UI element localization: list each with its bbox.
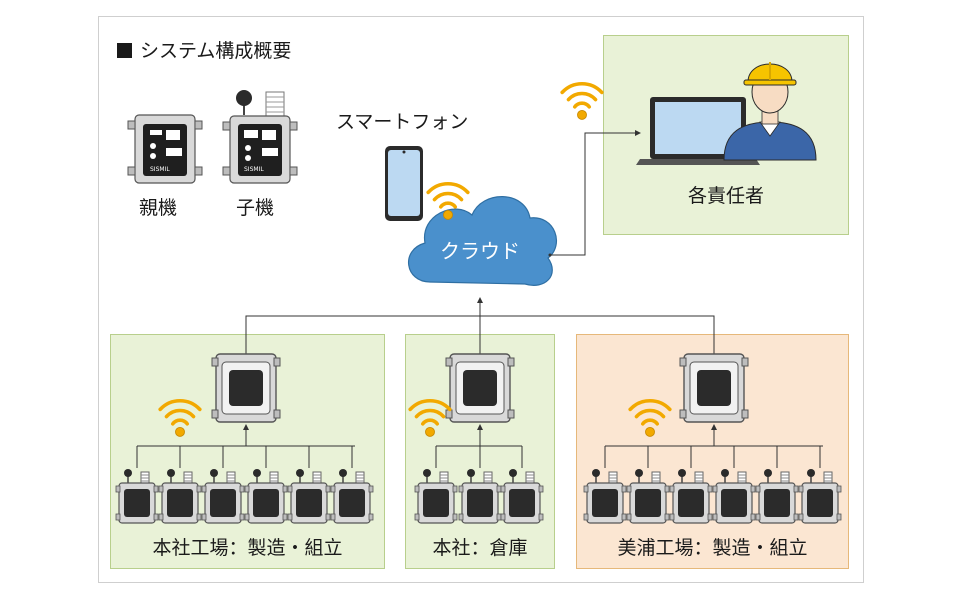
relay-device-1 bbox=[211, 353, 281, 423]
child-device-label: 子機 bbox=[236, 197, 274, 219]
title-text: システム構成概要 bbox=[140, 40, 292, 62]
child-device-icon: SISMIL bbox=[222, 90, 298, 184]
site-2-sensors bbox=[414, 468, 544, 524]
sensor-device bbox=[330, 468, 374, 524]
wifi-icon-manager bbox=[560, 81, 604, 122]
wifi-icon-site-3 bbox=[628, 398, 672, 439]
sensor-device bbox=[755, 468, 799, 524]
relay-device-3 bbox=[679, 353, 749, 423]
sensor-device bbox=[244, 468, 288, 524]
sensor-device bbox=[158, 468, 202, 524]
sensor-device bbox=[626, 468, 670, 524]
cloud-label: クラウド bbox=[440, 239, 520, 263]
smartphone-label: スマートフォン bbox=[336, 111, 468, 133]
manager-label: 各責任者 bbox=[687, 185, 764, 207]
site-label-3: 美浦工場：製造・組立 bbox=[617, 537, 808, 559]
sensor-device bbox=[712, 468, 756, 524]
sensor-device bbox=[201, 468, 245, 524]
parent-device-icon: SISMIL bbox=[127, 114, 203, 184]
sensor-device bbox=[669, 468, 713, 524]
diagram-title: システム構成概要 bbox=[117, 36, 291, 63]
parent-device-label: 親機 bbox=[139, 197, 177, 219]
laptop-icon bbox=[636, 97, 760, 165]
relay-device-2 bbox=[445, 353, 515, 423]
sensor-device bbox=[583, 468, 627, 524]
site-1-sensors bbox=[115, 468, 374, 524]
site-label-1: 本社工場：製造・組立 bbox=[152, 537, 343, 559]
sensor-device bbox=[500, 468, 544, 524]
child-brand: SISMIL bbox=[244, 166, 264, 173]
site-label-2: 本社：倉庫 bbox=[432, 537, 528, 559]
sensor-device bbox=[115, 468, 159, 524]
worker-icon bbox=[723, 62, 817, 161]
sensor-device bbox=[287, 468, 331, 524]
title-square-icon bbox=[117, 43, 132, 58]
sensor-device bbox=[798, 468, 842, 524]
parent-brand: SISMIL bbox=[150, 166, 170, 173]
smartphone-icon bbox=[385, 146, 423, 221]
wifi-icon-site-1 bbox=[158, 398, 202, 439]
site-3-sensors bbox=[583, 468, 842, 524]
wifi-icon-site-2 bbox=[408, 398, 452, 439]
sensor-device bbox=[414, 468, 458, 524]
sensor-device bbox=[458, 468, 502, 524]
